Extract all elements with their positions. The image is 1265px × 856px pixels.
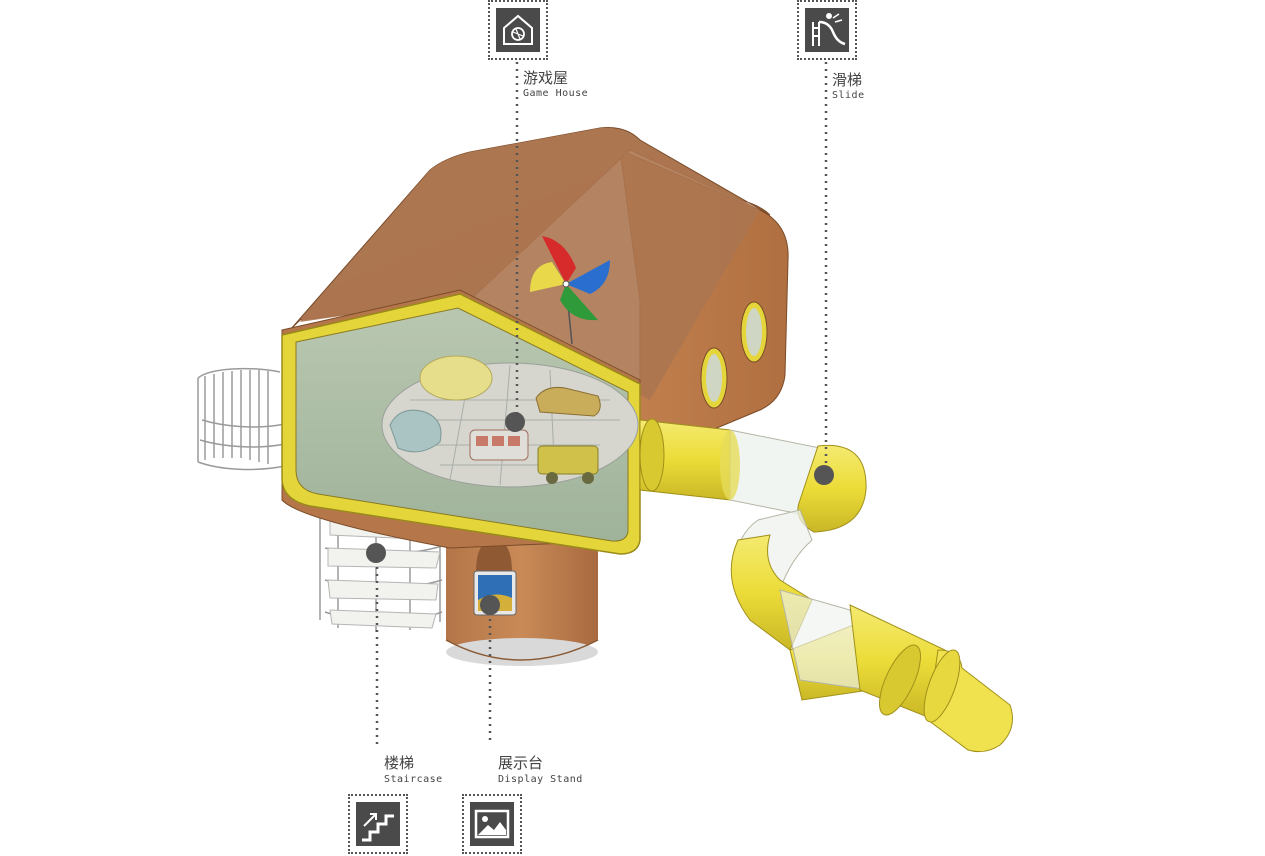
callout-label-cn: 滑梯 (832, 71, 863, 89)
marker-dot-slide (814, 465, 834, 485)
callout-icon-display-stand (462, 794, 522, 854)
slide-icon (812, 13, 846, 46)
bean-bag (389, 409, 442, 453)
callout-icon-slide (797, 0, 857, 60)
stairs-icon (362, 813, 394, 842)
callout-label-en: Game House (523, 88, 589, 99)
callout-label-en: Slide (832, 90, 865, 101)
house-ball-icon (503, 14, 533, 45)
marker-dot-staircase (366, 543, 386, 563)
callout-label-en: Staircase (384, 774, 443, 785)
callout-icon-staircase (348, 794, 408, 854)
tube-slide (639, 418, 1013, 753)
support-pillar (445, 520, 599, 666)
toy-car (535, 387, 601, 417)
game-house (281, 127, 789, 555)
marker-dot-display-stand (480, 595, 500, 615)
callout-label-cn: 游戏屋 (523, 69, 569, 87)
toy-truck (537, 445, 599, 475)
callout-label-cn: 展示台 (498, 754, 544, 772)
cushion (419, 355, 493, 401)
marker-dot-game-house (505, 412, 525, 432)
callout-label-cn: 楼梯 (384, 754, 415, 772)
callout-icon-game-house (488, 0, 548, 60)
picture-icon (474, 809, 510, 839)
callout-label-en: Display Stand (498, 774, 583, 785)
pinwheel (530, 236, 610, 345)
